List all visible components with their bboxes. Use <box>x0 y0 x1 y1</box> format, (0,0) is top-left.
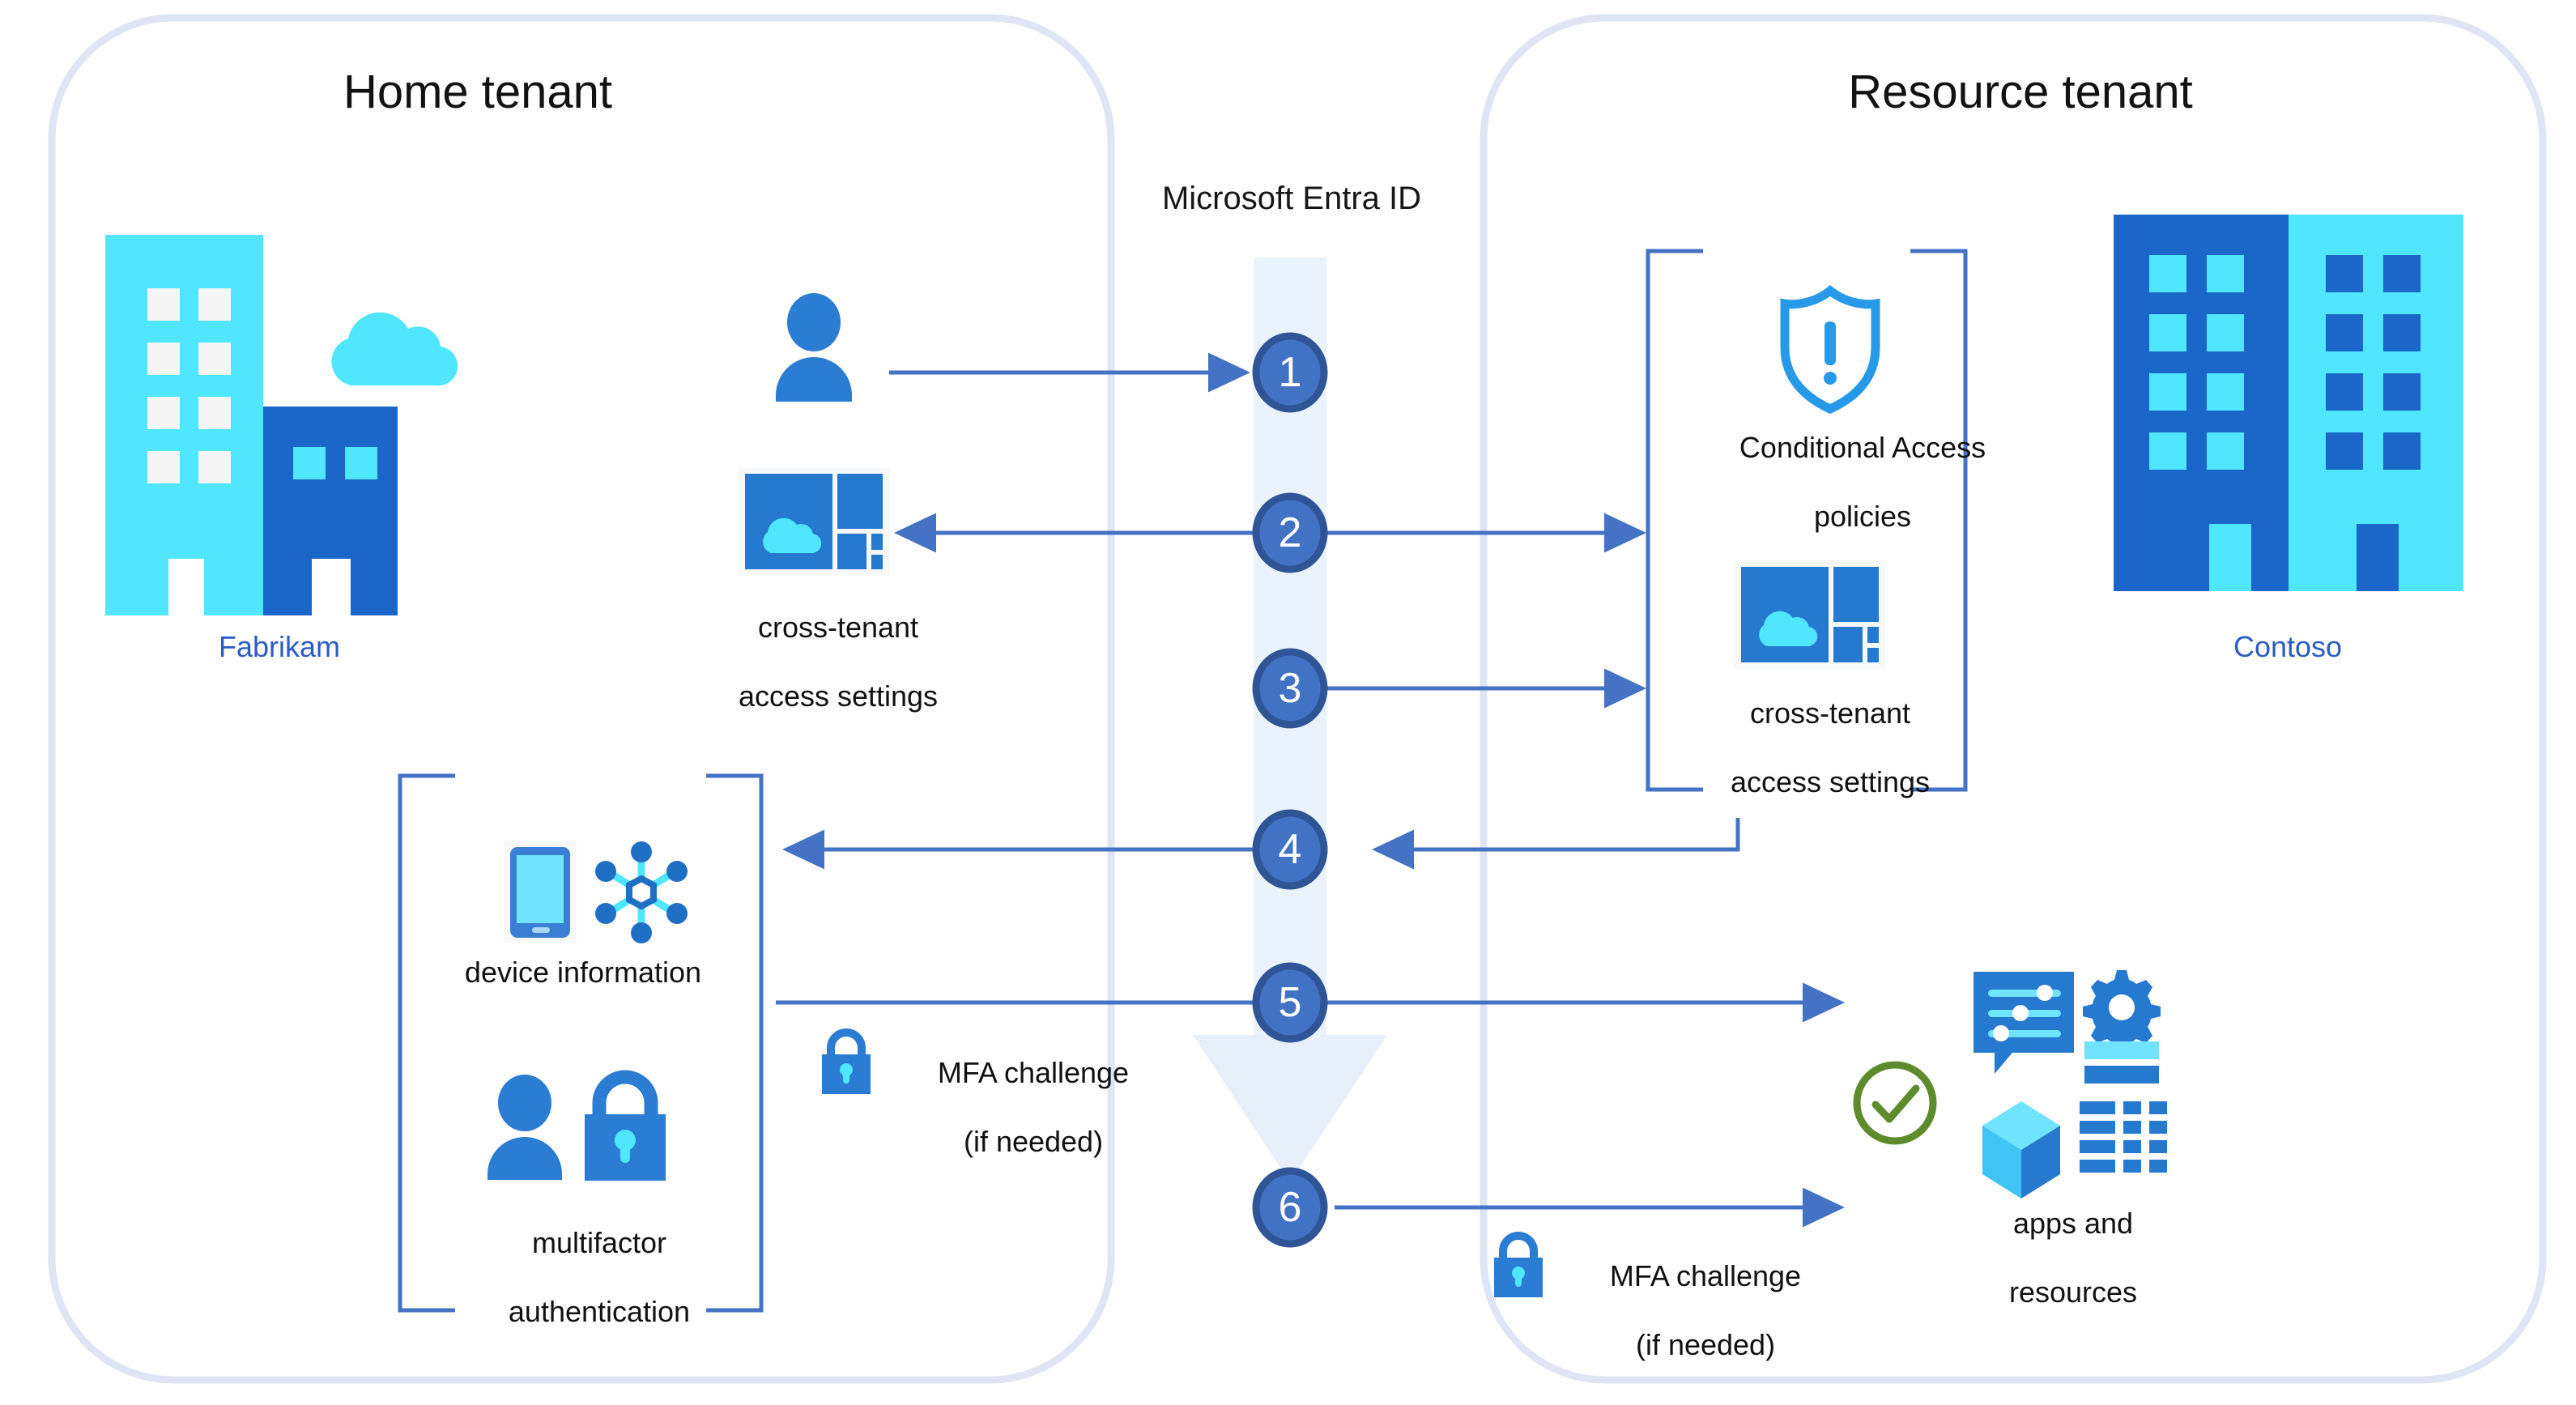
entra-band-arrowhead <box>1193 1035 1387 1182</box>
check-circle-icon <box>1853 1061 1937 1145</box>
data-grid-icon <box>2080 1101 2167 1173</box>
shield-exclamation-icon <box>1780 284 1880 415</box>
step-number-3: 3 <box>1278 665 1302 712</box>
step-number-2: 2 <box>1278 509 1302 556</box>
home-cross-tenant-label: cross-tenant access settings <box>672 577 972 748</box>
mobile-device-icon <box>504 841 577 943</box>
step-number-5: 5 <box>1278 979 1302 1026</box>
home-cross-tenant-label-line1: cross-tenant <box>757 611 919 645</box>
settings-panel-icon <box>1974 972 2074 1074</box>
padlock-icon <box>585 1070 666 1181</box>
device-information-label: device information <box>464 956 702 989</box>
cross-tenant-access-settings-icon <box>739 467 889 576</box>
office-building-icon <box>2114 215 2463 591</box>
cross-tenant-access-settings-icon <box>1735 560 1885 669</box>
multifactor-authentication-label-line1: multifactor <box>531 1226 667 1260</box>
gear-icon <box>2083 970 2161 1084</box>
office-building-cloud-icon <box>105 235 458 615</box>
step-number-6: 6 <box>1278 1184 1302 1231</box>
apps-and-resources-line2: resources <box>2008 1275 2138 1309</box>
multifactor-authentication-label: multifactor authentication <box>405 1192 761 1364</box>
multifactor-authentication-label-line2: authentication <box>508 1295 691 1329</box>
resource-cross-tenant-label-line2: access settings <box>1730 765 1931 799</box>
resource-cross-tenant-label: cross-tenant access settings <box>1664 662 1964 834</box>
resource-mfa-challenge-line1: MFA challenge <box>1609 1259 1802 1293</box>
apps-and-resources-line1: apps and <box>2012 1207 2134 1241</box>
resource-mfa-challenge-label: MFA challenge (if needed) <box>1552 1225 1827 1397</box>
contoso-label: Contoso <box>2233 630 2343 663</box>
conditional-access-label-line1: Conditional Access <box>1739 431 1986 465</box>
home-mfa-challenge-line2: (if needed) <box>963 1125 1104 1159</box>
resource-cross-tenant-label-line1: cross-tenant <box>1749 696 1911 730</box>
entra-band-label: Microsoft Entra ID <box>1161 181 1422 216</box>
resource-tenant-title: Resource tenant <box>1848 66 2193 118</box>
user-icon <box>776 293 852 402</box>
home-tenant-title: Home tenant <box>343 66 613 118</box>
step-number-1: 1 <box>1278 349 1302 396</box>
user-icon <box>488 1075 562 1180</box>
padlock-icon <box>1494 1232 1543 1297</box>
step-number-4: 4 <box>1278 826 1302 873</box>
apps-and-resources-label: apps and resources <box>1935 1173 2178 1344</box>
padlock-icon <box>822 1028 871 1094</box>
conditional-access-label-line2: policies <box>1813 500 1912 534</box>
resource-mfa-challenge-line2: (if needed) <box>1635 1328 1776 1362</box>
home-mfa-challenge-label: MFA challenge (if needed) <box>879 1022 1155 1194</box>
fabrikam-label: Fabrikam <box>218 630 341 663</box>
device-network-hub-icon <box>595 841 688 943</box>
home-mfa-challenge-line1: MFA challenge <box>937 1056 1130 1090</box>
conditional-access-label: Conditional Access policies <box>1664 397 2029 568</box>
home-cross-tenant-label-line2: access settings <box>738 679 939 713</box>
